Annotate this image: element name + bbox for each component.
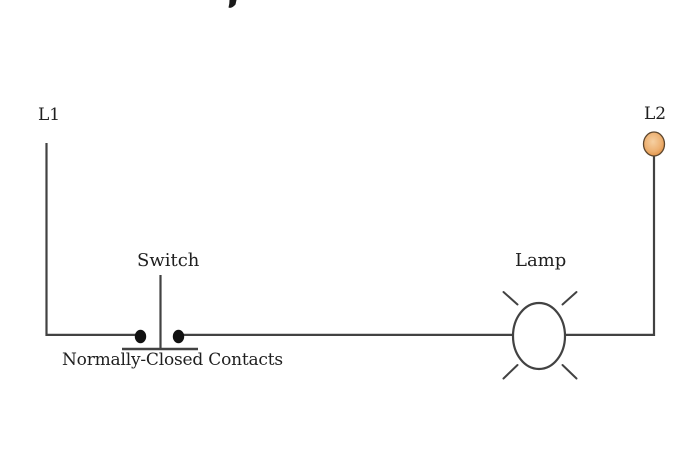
right-rail-wire [564,156,656,336]
lamp-label: Lamp [515,250,567,271]
lamp-ray-top-right [561,291,578,306]
lamp-ray-bottom-right [561,364,578,380]
l1-label: L1 [38,105,61,125]
l2-label: L2 [644,104,667,124]
switch-label: Switch [137,250,200,271]
lamp-icon [511,301,567,371]
l2-terminal-dot [642,131,666,157]
contact-dot-left [134,329,147,344]
lamp-ray-top-left [502,291,519,306]
nc-contacts-caption: Normally-Closed Contacts [62,350,283,370]
left-rail-wire [45,143,136,336]
clipped-text-fragment [228,0,237,8]
contact-dot-right [172,329,185,344]
lamp-ray-bottom-left [502,364,519,380]
